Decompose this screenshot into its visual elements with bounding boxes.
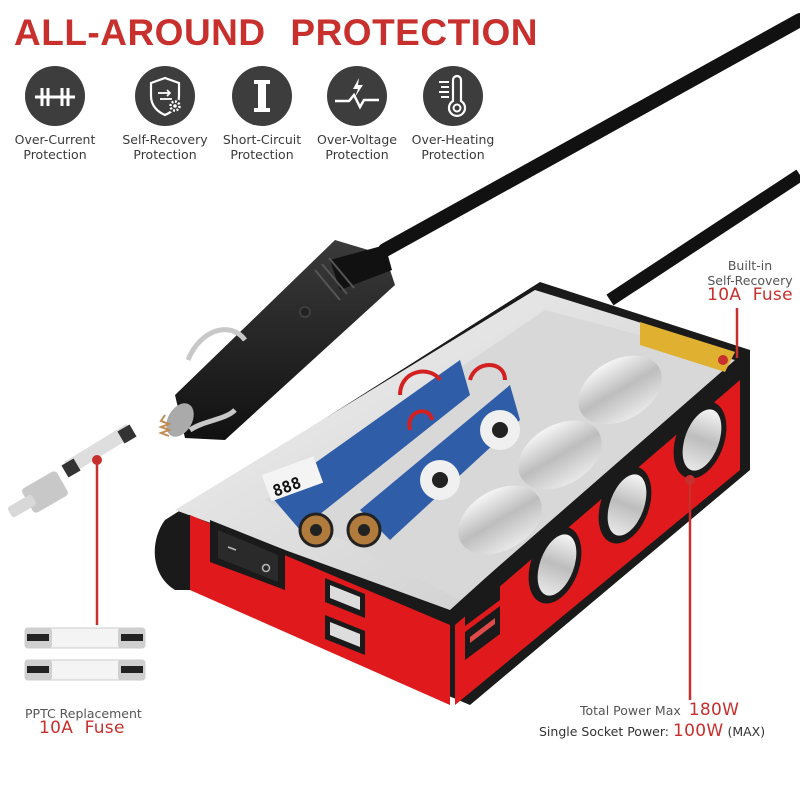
over-heating-thermometer-icon	[423, 66, 483, 126]
power-rocker-switch[interactable]	[210, 520, 285, 590]
builtin-fuse-callout: Built-in Self-Recovery 10A Fuse	[700, 258, 800, 305]
single-socket-label: Single Socket Power:	[539, 724, 669, 739]
feature-self-recovery: Self-Recovery Protection	[110, 66, 220, 162]
socket-2[interactable]	[589, 459, 661, 551]
usb-a-port-2[interactable]	[325, 615, 365, 655]
usb-qc-port[interactable]	[465, 606, 500, 660]
total-power-value: 180W	[688, 700, 740, 720]
feature-over-current: Over-Current Protection	[0, 66, 110, 162]
total-power-label: Total Power Max	[580, 703, 681, 718]
usb-a-port-1[interactable]	[325, 578, 365, 618]
replacement-fuse-value: 10A Fuse	[39, 718, 125, 738]
feature-label-line1: Over-Voltage	[317, 132, 397, 147]
self-recovery-shield-icon	[135, 66, 195, 126]
over-current-icon	[25, 66, 85, 126]
feature-over-voltage: Over-Voltage Protection	[302, 66, 412, 162]
feature-label-line2: Protection	[23, 147, 87, 162]
feature-label-line2: Protection	[230, 147, 294, 162]
usb-c-port[interactable]	[465, 572, 500, 626]
short-circuit-icon	[232, 66, 292, 126]
socket-1[interactable]	[519, 519, 591, 611]
feature-label-line2: Protection	[133, 147, 197, 162]
feature-label-line1: Self-Recovery	[122, 132, 208, 147]
single-socket-suffix: (MAX)	[727, 724, 766, 739]
power-cable	[378, 13, 800, 306]
replacement-fuse-callout: PPTC Replacement 10A Fuse	[25, 706, 175, 738]
plug-led-indicator	[299, 306, 311, 318]
total-power-callout: Total Power Max 180W	[580, 700, 740, 720]
feature-over-heating: Over-Heating Protection	[398, 66, 508, 162]
feature-label-line2: Protection	[325, 147, 389, 162]
fuse-assembly	[7, 424, 137, 518]
feature-label-line2: Protection	[421, 147, 485, 162]
builtin-fuse-value: 10A Fuse	[707, 285, 793, 305]
builtin-fuse-line2: Self-Recovery	[707, 273, 793, 288]
replacement-fuse-line1: PPTC Replacement	[25, 706, 142, 721]
feature-label-line1: Over-Current	[14, 132, 96, 147]
feature-label-line1: Short-Circuit	[222, 132, 302, 147]
replacement-fuses	[24, 627, 146, 681]
feature-label-line1: Over-Heating	[411, 132, 495, 147]
over-voltage-icon	[327, 66, 387, 126]
builtin-fuse-line1: Built-in	[727, 258, 773, 273]
feature-short-circuit: Short-Circuit Protection	[207, 66, 317, 162]
cigarette-lighter-plug	[158, 240, 395, 440]
socket-3[interactable]	[664, 394, 736, 486]
splitter-body: 888	[154, 282, 750, 705]
single-socket-power-callout: Single Socket Power: 100W (MAX)	[539, 721, 766, 741]
page-title: ALL-AROUND PROTECTION	[14, 12, 538, 53]
single-socket-value: 100W	[672, 721, 724, 741]
